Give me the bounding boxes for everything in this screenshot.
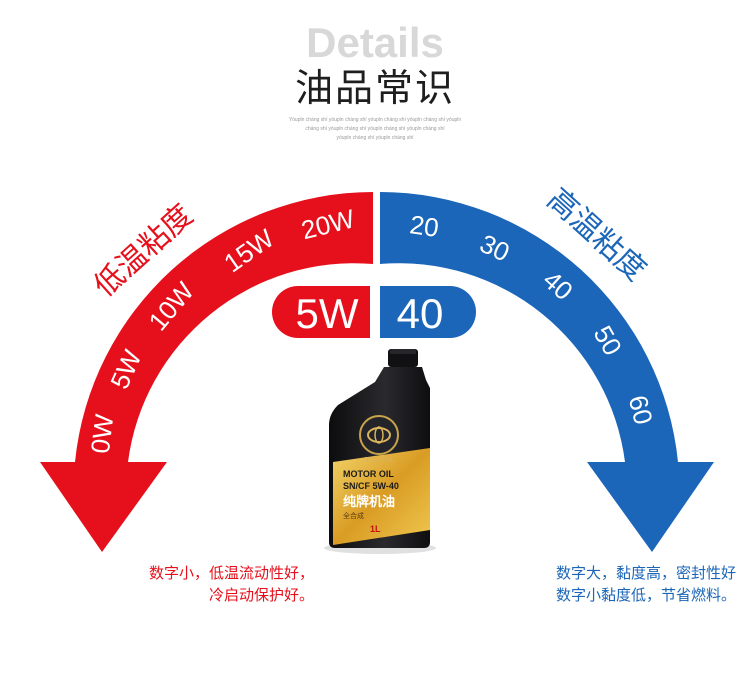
bottle-line1: MOTOR OIL (343, 469, 394, 479)
fine-print-line-3: yóupǐn cháng shí yóupǐn cháng shí (337, 135, 415, 141)
low-temp-arc (40, 192, 373, 552)
page-title: 油品常识 (295, 66, 455, 110)
low-temp-note: 数字小，低温流动性好， 冷启动保护好。 (14, 562, 314, 606)
oil-bottle: TOYOTA MOTOR OIL SN/CF 5W-40 纯牌机油 全合成 1L (324, 349, 436, 554)
low-temp-note-line-2: 冷启动保护好。 (208, 586, 314, 604)
low-tick-0w: 0W (85, 412, 120, 455)
bottle-cn: 纯牌机油 (343, 494, 395, 510)
fine-print-line-1: Yóupǐn cháng shí yóupǐn cháng shí yóupǐn… (289, 117, 462, 123)
high-tick-60: 60 (623, 392, 659, 427)
high-temp-note-line-2: 数字小黏度低，节省燃料。 (555, 586, 736, 604)
toyota-emblem (359, 415, 399, 455)
grade-high: 40 (397, 290, 444, 337)
bottle-small: 全合成 (343, 511, 364, 520)
bottle-volume: 1L (370, 524, 381, 534)
high-temp-note-line-1: 数字大，黏度高，密封性好 (555, 564, 736, 582)
high-temp-arc (380, 192, 714, 552)
low-temp-note-line-1: 数字小，低温流动性好， (148, 564, 314, 582)
grade-low: 5W (296, 290, 359, 337)
grade-pill: 5W 40 (272, 286, 476, 338)
bottle-brand: TOYOTA (365, 457, 394, 464)
high-temp-note: 数字大，黏度高，密封性好 数字小黏度低，节省燃料。 (480, 562, 736, 606)
high-tick-20: 20 (408, 209, 441, 243)
fine-print-line-2: cháng shí yóupǐn cháng shí yóupǐn cháng … (305, 126, 445, 132)
bottle-line2: SN/CF 5W-40 (343, 481, 399, 491)
details-watermark: Details (306, 19, 444, 66)
